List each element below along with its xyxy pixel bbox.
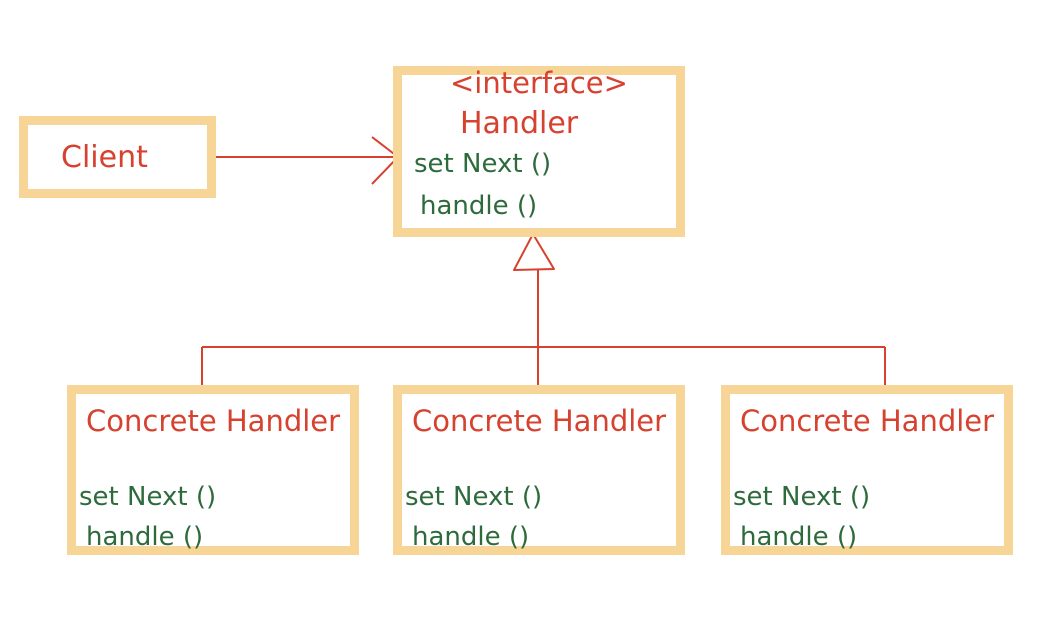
- client-box: Client: [19, 116, 216, 198]
- handler-method-handle: handle (): [420, 191, 538, 221]
- interface-stereotype-label: <interface>: [450, 66, 628, 100]
- concrete-handler-box: Concrete Handler set Next () handle (): [67, 385, 359, 555]
- concrete-handler-title: Concrete Handler: [740, 404, 995, 438]
- handler-interface-box: <interface> Handler set Next () handle (…: [393, 66, 685, 237]
- handler-title: Handler: [460, 106, 579, 141]
- inheritance-triangle: [513, 233, 555, 271]
- concrete-handler-title: Concrete Handler: [412, 404, 667, 438]
- concrete-handler-box: Concrete Handler set Next () handle (): [393, 385, 685, 555]
- handler-method-set-next: set Next (): [414, 149, 552, 179]
- concrete-handler-method-set-next: set Next (): [733, 482, 871, 512]
- concrete-handler-title: Concrete Handler: [86, 404, 341, 438]
- concrete-handler-method-handle: handle (): [412, 522, 530, 552]
- concrete-handler-method-set-next: set Next (): [405, 482, 543, 512]
- concrete-handler-method-handle: handle (): [86, 522, 204, 552]
- concrete-handler-method-set-next: set Next (): [79, 482, 217, 512]
- client-label: Client: [61, 140, 148, 175]
- concrete-handler-method-handle: handle (): [740, 522, 858, 552]
- concrete-handler-box: Concrete Handler set Next () handle (): [721, 385, 1013, 555]
